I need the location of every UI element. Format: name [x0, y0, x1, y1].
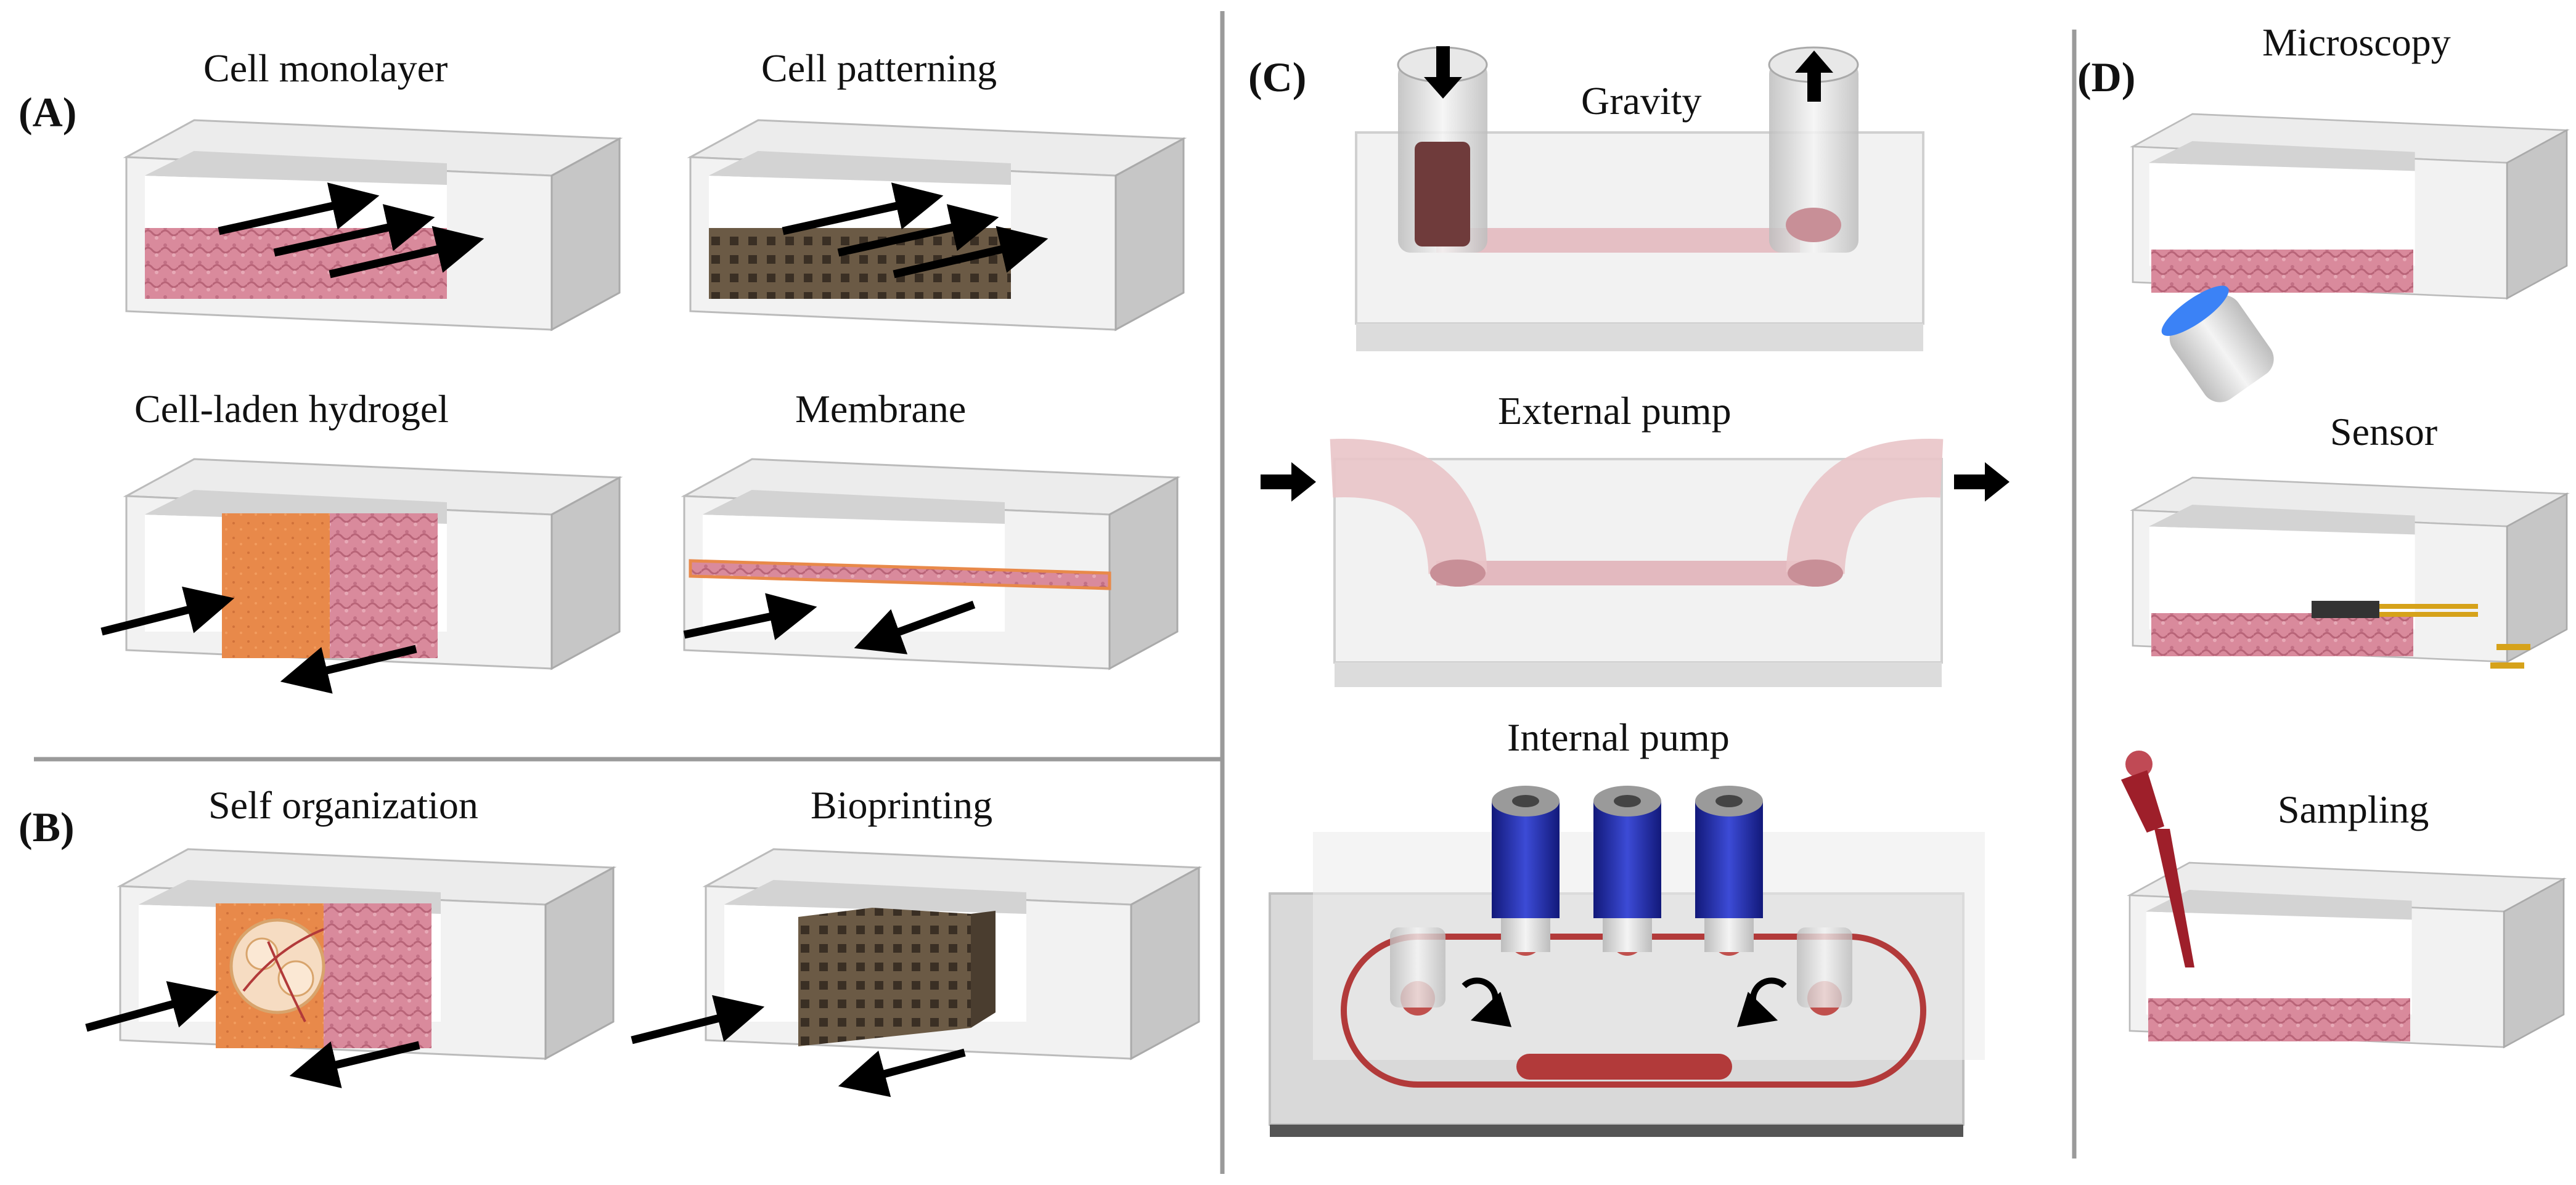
- rotation-arrow-icon-left: [1462, 977, 1512, 1027]
- pump-actuator-3: [1695, 786, 1763, 952]
- label-microscopy: Microscopy: [2262, 20, 2451, 64]
- label-cell-patterning: Cell patterning: [761, 46, 997, 90]
- label-self-organization: Self organization: [208, 783, 478, 827]
- section-label-a: (A): [18, 89, 76, 136]
- label-cell-laden-hydrogel: Cell-laden hydrogel: [134, 387, 449, 431]
- label-membrane: Membrane: [795, 387, 966, 431]
- outlet-reservoir: [1769, 62, 1858, 253]
- label-internal-pump: Internal pump: [1507, 715, 1730, 759]
- section-label-b: (B): [18, 804, 75, 850]
- channel-sampling: [2128, 861, 2565, 1048]
- pump-actuator-1: [1492, 786, 1560, 952]
- pipette-icon: [2120, 751, 2194, 967]
- label-sampling: Sampling: [2278, 788, 2429, 831]
- label-external-pump: External pump: [1498, 389, 1732, 433]
- channel-membrane: [683, 458, 1179, 670]
- external-pump-chip: [1261, 438, 2010, 687]
- inflow-arrow-icon: [1261, 462, 1316, 502]
- label-cell-monolayer: Cell monolayer: [203, 46, 448, 90]
- channel-bioprinting: [631, 848, 1200, 1097]
- channel-cell-patterning: [689, 119, 1185, 331]
- pump-actuator-2: [1593, 786, 1661, 952]
- up-arrow-icon: [1795, 51, 1833, 102]
- channel-cell-monolayer: [125, 119, 621, 331]
- down-arrow-icon: [1424, 46, 1462, 99]
- label-sensor: Sensor: [2330, 410, 2437, 454]
- rotation-arrow-icon-right: [1736, 977, 1787, 1027]
- outflow-arrow-icon: [1954, 462, 2010, 502]
- channel-self-organization: [85, 848, 615, 1088]
- section-label-c: (C): [1248, 54, 1306, 100]
- sensor-chip-icon: [2312, 601, 2379, 618]
- channel-sensor: [2132, 476, 2568, 669]
- label-bioprinting: Bioprinting: [811, 783, 992, 827]
- channel-microscopy: [2132, 113, 2568, 299]
- gravity-chip: [1355, 46, 1924, 351]
- channel-cell-laden-hydrogel: [100, 458, 621, 694]
- section-label-d: (D): [2077, 54, 2135, 100]
- microscope-objective-icon: [2161, 285, 2274, 402]
- label-gravity: Gravity: [1581, 79, 1702, 123]
- internal-pump-chip: [1269, 786, 1985, 1137]
